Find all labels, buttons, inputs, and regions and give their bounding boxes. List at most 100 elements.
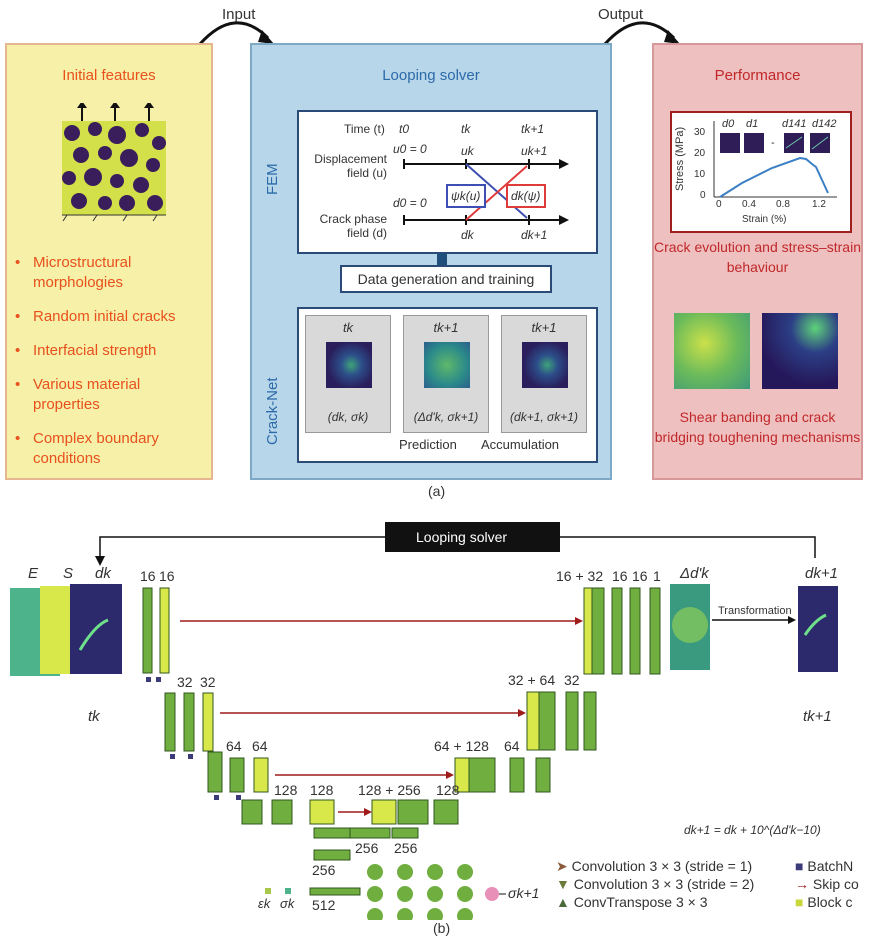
d-box: dk(ψ) [511, 189, 541, 203]
channel-label: 64 [252, 738, 268, 754]
batchnorm-icon: ■ [795, 858, 808, 874]
input-label: Input [222, 6, 256, 23]
output-dk1-label: dk+1 [805, 565, 838, 582]
y-axis-label: Stress (MPa) [674, 126, 686, 191]
uk-label: uk [461, 144, 474, 158]
y-tick: 30 [694, 127, 706, 138]
tile-label: (dk, σk) [327, 410, 369, 424]
channel-label: 16 [612, 568, 628, 584]
displacement-label: Displacement field (u) [314, 152, 387, 180]
dk1-label: dk+1 [521, 228, 548, 242]
tile-label: (Δd'k, σk+1) [413, 410, 479, 424]
crack-image [326, 342, 372, 388]
x-tick: 0.8 [776, 199, 790, 210]
channel-label: 256 [355, 840, 379, 856]
channel-label: 64 [226, 738, 242, 754]
block-icon: ■ [795, 894, 808, 910]
tile-label: (dk+1, σk+1) [510, 410, 578, 424]
fem-label: FEM [264, 163, 281, 195]
tile-tk: tk (dk, σk) [305, 315, 391, 433]
stress-strain-chart: Stress (MPa) 0 10 20 30 0 0.4 0.8 1.2 St… [670, 111, 852, 233]
output-label: Output [598, 6, 644, 23]
channel-label: 64 [504, 738, 520, 754]
legend-label: Convolution 3 × 3 (stride = 1) [571, 858, 753, 874]
skip-arrow-icon: → [795, 876, 813, 892]
dk-label: dk [461, 228, 474, 242]
panel-title: Looping solver [382, 67, 480, 84]
time-label: Time (t) [344, 122, 385, 136]
inset-label: d1 [746, 118, 759, 130]
caption-shear-banding: Shear banding and crack bridging toughen… [654, 409, 861, 445]
caption-crack-evolution: Crack evolution and stress–strain behavi… [654, 239, 861, 275]
tile-title: tk+1 [433, 320, 459, 335]
channel-label: 32 + 64 [508, 672, 556, 688]
channel-label: 128 [310, 782, 334, 798]
list-item: Random initial cracks [11, 307, 207, 327]
sigma-out-label: σk+1 [508, 885, 540, 901]
legend-label: ConvTranspose 3 × 3 [573, 894, 708, 910]
initial-features-panel: Initial features Microstructural morphol… [5, 43, 213, 480]
x-tick: 0.4 [742, 199, 756, 210]
channel-label: 16 [140, 568, 156, 584]
inset-label: d141 [782, 118, 807, 130]
performance-panel: Performance Stress (MPa) 0 10 20 30 0 0.… [652, 43, 863, 480]
channel-label: 128 [436, 782, 460, 798]
inset-separator: - [771, 137, 775, 149]
formula: dk+1 = dk + 10^(Δd'k−10) [684, 823, 821, 837]
inset-label: d142 [812, 118, 837, 130]
feature-list: Microstructural morphologies Random init… [11, 253, 207, 483]
crack-image [522, 342, 568, 388]
crack-phase-label: Crack phase field (d) [319, 212, 387, 240]
panel-title: Performance [714, 67, 801, 84]
channel-label: 128 + 256 [358, 782, 421, 798]
crack-bridging-image [762, 313, 838, 389]
uk1-label: uk+1 [521, 144, 548, 158]
channel-label: 16 [632, 568, 648, 584]
input-e-label: E [28, 565, 39, 582]
looping-solver-label: Looping solver [416, 529, 508, 545]
channel-label: 32 [177, 674, 193, 690]
psi-box: ψk(u) [451, 189, 481, 203]
unet-diagram [10, 522, 838, 920]
channel-label: 16 + 32 [556, 568, 604, 584]
legend-item: ■ Block c [795, 893, 859, 911]
channel-label: 64 + 128 [434, 738, 489, 754]
legend-item: ▼ Convolution 3 × 3 (stride = 2) [556, 875, 754, 893]
list-item: Various material properties [11, 375, 207, 415]
conv-stride2-icon: ▼ [556, 876, 574, 892]
input-output-arrows [198, 21, 680, 46]
y-tick: 20 [694, 148, 706, 159]
list-item: Microstructural morphologies [11, 253, 207, 293]
transformation-label: Transformation [718, 605, 792, 617]
legend-label: BatchN [807, 858, 854, 874]
y-tick: 0 [700, 190, 706, 201]
legend-item: ■ BatchN [795, 857, 859, 875]
shear-band-image [674, 313, 750, 389]
connector [437, 253, 447, 265]
sigma-label: σk [280, 896, 295, 911]
conv-stride1-icon: ➤ [556, 858, 572, 874]
delta-label: Δd'k [680, 565, 709, 582]
legend: ➤ Convolution 3 × 3 (stride = 1) ▼ Convo… [556, 857, 754, 911]
channel-label: 16 [159, 568, 175, 584]
channel-label: 256 [394, 840, 418, 856]
channel-label: 1 [653, 568, 661, 584]
inset-label: d0 [722, 118, 735, 130]
d0-label: d0 = 0 [393, 196, 427, 210]
list-item: Complex boundary conditions [11, 429, 207, 469]
legend-right: ■ BatchN → Skip co ■ Block c [795, 857, 859, 911]
list-item: Interfacial strength [11, 341, 207, 361]
t0-label: t0 [399, 122, 410, 136]
data-generation-box: Data generation and training [340, 265, 552, 293]
microstructure-image [62, 103, 166, 222]
legend-item: → Skip co [795, 875, 859, 893]
channel-label: 512 [312, 897, 336, 913]
tile-title: tk [342, 320, 354, 335]
channel-label: 128 [274, 782, 298, 798]
tk1-label: tk+1 [521, 122, 545, 136]
fem-timeline [403, 159, 569, 225]
epsilon-label: εk [258, 896, 271, 911]
input-dk-label: dk [95, 565, 111, 582]
fem-box: Time (t) t0 tk tk+1 Displacement field (… [297, 110, 598, 254]
x-axis-label: Strain (%) [742, 214, 787, 225]
